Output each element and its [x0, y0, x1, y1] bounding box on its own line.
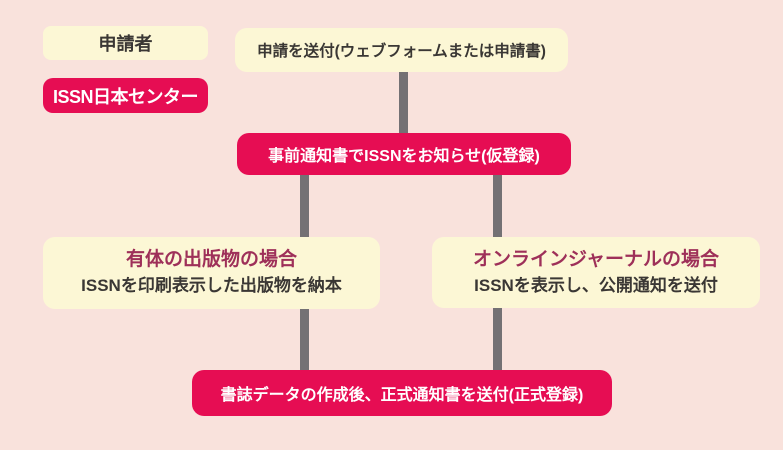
connector-online-to-formal	[493, 300, 502, 378]
legend-applicant-label: 申請者	[98, 34, 153, 54]
legend-applicant-box: 申請者	[43, 26, 208, 60]
online-branch-desc: ISSNを表示し、公開通知を送付	[474, 275, 718, 295]
node-physical-publication: 有体の出版物の場合 ISSNを印刷表示した出版物を納本	[43, 237, 380, 309]
online-branch-title: オンラインジャーナルの場合	[472, 248, 720, 270]
connector-provisional-to-physical	[300, 165, 309, 245]
node-formal-label: 書誌データの作成後、正式通知書を送付(正式登録)	[220, 387, 584, 404]
physical-branch-desc: ISSNを印刷表示した出版物を納本	[81, 276, 342, 296]
node-online-journal: オンラインジャーナルの場合 ISSNを表示し、公開通知を送付	[432, 237, 760, 308]
legend-issn-center-label: ISSN日本センター	[52, 86, 199, 107]
connector-physical-to-formal	[300, 300, 309, 378]
node-provisional-registration: 事前通知書でISSNをお知らせ(仮登録)	[237, 133, 571, 175]
node-provisional-label: 事前通知書でISSNをお知らせ(仮登録)	[268, 148, 540, 165]
node-formal-registration: 書誌データの作成後、正式通知書を送付(正式登録)	[192, 370, 612, 416]
node-send-application-label: 申請を送付(ウェブフォームまたは申請書)	[257, 43, 546, 60]
node-send-application: 申請を送付(ウェブフォームまたは申請書)	[235, 28, 568, 72]
physical-branch-title: 有体の出版物の場合	[125, 249, 297, 271]
connector-provisional-to-online	[493, 165, 502, 245]
legend-issn-center-box: ISSN日本センター	[43, 78, 208, 113]
connector-application-to-provisional	[399, 60, 408, 140]
